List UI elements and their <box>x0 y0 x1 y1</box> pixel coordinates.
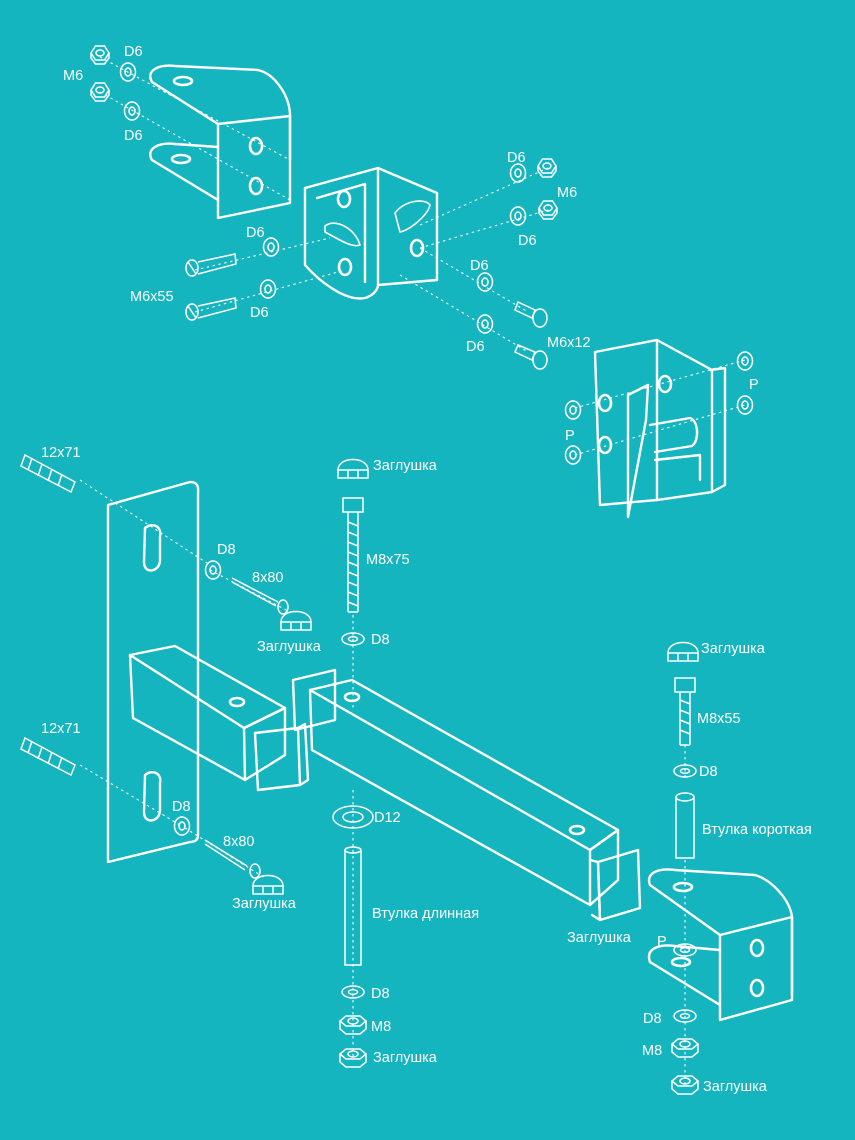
label-8x80-1: 8x80 <box>252 570 283 586</box>
label-m8-1: M8 <box>371 1019 391 1035</box>
screw-m6x12-upper <box>514 300 548 328</box>
label-d8-5: D8 <box>371 986 390 1002</box>
end-plate-long <box>588 848 642 922</box>
washer-p-3 <box>564 400 582 420</box>
washer-d12 <box>332 805 374 829</box>
end-plate-short <box>253 722 310 792</box>
label-d8-2: D8 <box>371 632 390 648</box>
label-d6-8: D6 <box>466 339 485 355</box>
label-m6x12: M6x12 <box>547 335 591 351</box>
washer-d6-3 <box>509 163 527 183</box>
cap-screw-lower <box>252 874 284 895</box>
label-cap-2: Заглушка <box>257 639 322 655</box>
sleeve-long <box>344 846 362 966</box>
label-m6x55: M6x55 <box>130 289 174 305</box>
screw-8x80-upper <box>231 577 289 615</box>
sleeve-short <box>675 792 695 859</box>
arm-tube-long <box>308 678 620 907</box>
bolt-m8x55 <box>674 677 696 746</box>
label-p-2: P <box>565 428 575 444</box>
washer-d6-4 <box>509 206 527 226</box>
label-8x80-2: 8x80 <box>223 834 254 850</box>
arm-tube-short <box>128 644 287 782</box>
label-m8x75: M8x75 <box>366 552 410 568</box>
label-cap-4: Заглушка <box>232 896 297 912</box>
small-bracket-right <box>593 338 727 519</box>
nut-m6-1 <box>90 45 110 65</box>
nut-m8-cap-1 <box>339 1048 367 1068</box>
wall-plate <box>106 480 200 864</box>
label-m6-1: M6 <box>63 68 83 84</box>
washer-d6-5 <box>262 237 280 257</box>
bolt-m8x75 <box>342 497 364 613</box>
washer-d6-8 <box>476 314 494 334</box>
label-p-3: P <box>657 934 667 950</box>
screw-m6x55-lower <box>185 297 237 321</box>
nut-m8-cap-2 <box>671 1075 699 1095</box>
label-cap-6: Заглушка <box>373 1050 438 1066</box>
angle-bracket-top <box>149 64 292 220</box>
cap-bolt-m8x55 <box>667 641 699 662</box>
label-cap-3: Заглушка <box>701 641 766 657</box>
screw-m6x55-upper <box>185 253 237 277</box>
washer-p-4 <box>564 445 582 465</box>
dowel-12x71-lower <box>20 736 76 777</box>
label-m6-2: M6 <box>557 185 577 201</box>
cap-bolt-m8x75 <box>337 458 369 479</box>
label-d6-6: D6 <box>470 258 489 274</box>
washer-d8-2 <box>173 816 191 836</box>
washer-d6-6 <box>259 279 277 299</box>
label-d8-3: D8 <box>699 764 718 780</box>
label-cap-5: Заглушка <box>567 930 632 946</box>
label-d6-5: D6 <box>246 225 265 241</box>
angle-bracket-bottom <box>647 868 794 1022</box>
label-d6-3: D6 <box>507 150 526 166</box>
label-m8-2: M8 <box>642 1043 662 1059</box>
u-bracket-middle <box>303 166 439 300</box>
washer-d6-2 <box>123 101 141 121</box>
screw-m6x12-lower <box>514 344 548 370</box>
washer-d8-1 <box>204 560 222 580</box>
label-d6-7: D6 <box>250 305 269 321</box>
label-d6-2: D6 <box>124 128 143 144</box>
screw-8x80-lower <box>204 839 261 879</box>
label-d8-1: D8 <box>217 542 236 558</box>
label-sleeve-short: Втулка короткая <box>702 822 812 838</box>
label-d8-6: D8 <box>643 1011 662 1027</box>
label-12x71-2: 12x71 <box>41 721 81 737</box>
label-d6-1: D6 <box>124 44 143 60</box>
label-m8x55: M8x55 <box>697 711 741 727</box>
washer-p-1 <box>736 351 754 371</box>
label-sleeve-long: Втулка длинная <box>372 906 479 922</box>
end-plate-arm <box>291 668 337 732</box>
labels: D6 M6 D6 D6 M6 D6 D6 D6 M6x55 D6 M6x12 D… <box>41 44 812 1095</box>
label-cap-7: Заглушка <box>703 1079 768 1095</box>
washer-d6-7 <box>476 272 494 292</box>
label-d6-4: D6 <box>518 233 537 249</box>
dowel-12x71-upper <box>20 453 76 494</box>
cap-screw-upper <box>280 610 312 631</box>
label-12x71-1: 12x71 <box>41 445 81 461</box>
washer-p-2 <box>736 395 754 415</box>
label-d12: D12 <box>374 810 401 826</box>
label-p-1: P <box>749 377 759 393</box>
label-cap-1: Заглушка <box>373 458 438 474</box>
label-d8-4: D8 <box>172 799 191 815</box>
